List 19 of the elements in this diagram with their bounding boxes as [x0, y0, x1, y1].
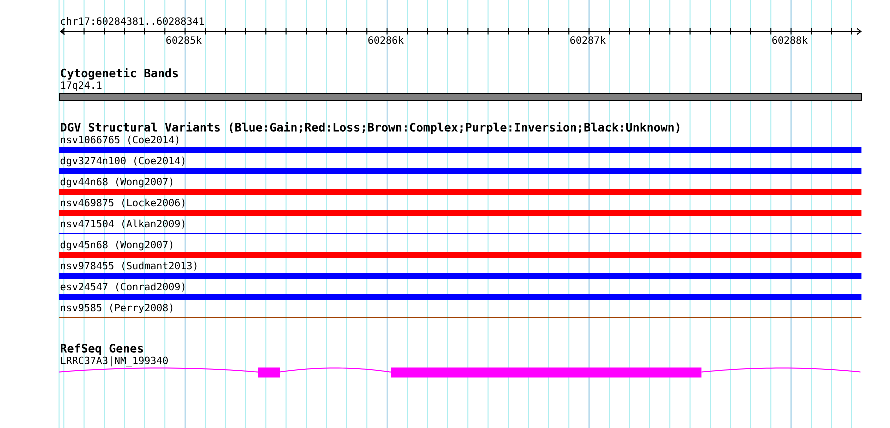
- variant-label: nsv469875 (Locke2006): [61, 198, 185, 208]
- variant-label: dgv3274n100 (Coe2014): [60, 156, 185, 167]
- track-title: DGV Structural Variants (Blue:Gain;Red:Loss;Brown:Complex;Purple:Inversion;Black:Unknown): [61, 122, 680, 134]
- variant-label: nsv1066765 (Coe2014): [61, 136, 179, 145]
- track-title: Cytogenetic Bands: [61, 68, 178, 80]
- variant-label: nsv978455 (Sudmant2013): [61, 262, 197, 271]
- track-title: RefSeq Genes: [61, 344, 144, 356]
- ruler-title: chr17:60284381..60288341: [61, 17, 204, 26]
- variant-label: dgv44n68 (Wong2007): [60, 178, 173, 188]
- gene-label: LRRC37A3|NM_199340: [61, 356, 168, 367]
- tick-label: 60285k: [166, 36, 202, 44]
- tick-label: 60287k: [570, 36, 606, 44]
- tick-label: 60286k: [368, 36, 404, 44]
- variant-label: nsv471504 (Alkan2009): [61, 220, 185, 229]
- variant-label: dgv45n68 (Wong2007): [60, 240, 173, 251]
- band-label: 17q24.1: [61, 82, 102, 92]
- variant-label: esv24547 (Conrad2009): [60, 282, 185, 292]
- tick-label: 60288k: [772, 36, 808, 44]
- variant-label: nsv9585 (Perry2008): [61, 304, 173, 314]
